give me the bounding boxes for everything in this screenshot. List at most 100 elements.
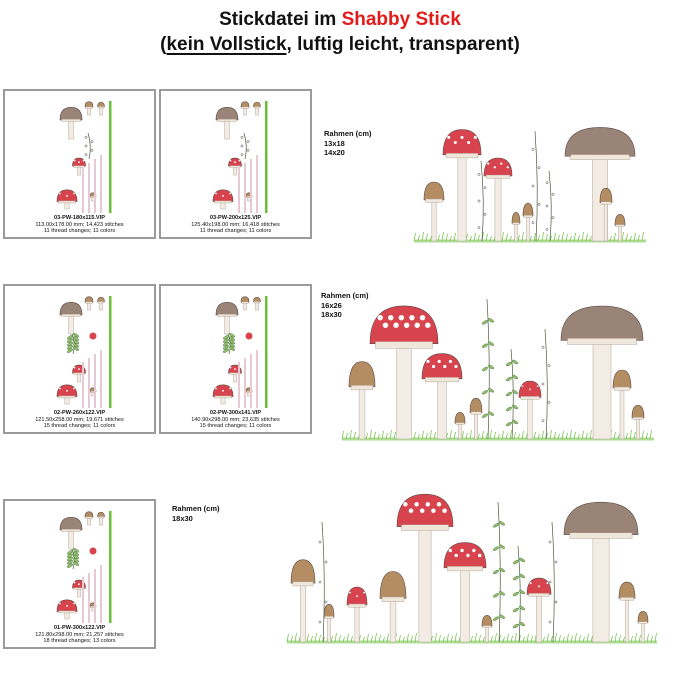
grass-blade [334,632,337,643]
grass-blade [410,635,413,643]
mushroom-spot [437,359,441,364]
mushroom-scene-3 [286,493,657,644]
grass-blade [477,433,480,440]
mushroom-cap [59,301,83,316]
leaf [498,567,506,573]
mushroom-cap [240,101,250,108]
mushroom-cap [97,101,105,108]
mushroom-spot [431,508,436,513]
card-threads: 11 thread changes; 11 colors [199,228,272,235]
grass-blade [650,635,653,643]
title-line-1: Stickdatei im Shabby Stick [0,8,680,32]
leaf [228,336,236,341]
grass-blade [449,429,452,440]
grass-blade [569,235,572,242]
grass-edge [109,101,112,213]
design-card-5[interactable]: 01-PW-300x122.VIP 121.80x298.00 mm; 21,2… [3,499,156,649]
seed-bud [90,148,94,152]
grass-blade [577,234,580,242]
grass-blade [438,634,441,643]
grass-blade [389,429,392,440]
mushroom-stem [418,513,432,643]
design-card-2[interactable]: 03-PW-200x125.VIP 125.40x198.00 mm; 16,4… [159,89,312,239]
grass-blade [566,633,569,643]
seed-bud [551,192,555,196]
leaf [72,558,80,563]
card-filename: 01-PW-300x122.VIP [53,625,106,631]
grass-blade [374,632,377,643]
grass-blade [617,433,620,440]
grass-blade [378,634,381,643]
mushroom-gills [638,621,648,624]
seed-bud [483,186,487,190]
mushroom-spot [78,583,80,586]
grass-blade [514,632,517,643]
grass-blade [586,633,589,643]
grass-blade [553,431,556,440]
mushroom-spot [403,322,410,328]
mushroom-spot [215,387,217,390]
seed-bud [548,620,552,624]
plant-stem [534,130,538,242]
grass-blade [461,430,464,440]
mushroom-cap [483,157,513,177]
design-card-1[interactable]: 03-PW-180x115.VIP 113.00x178.00 mm; 14,4… [3,89,156,239]
mushroom-gills [324,615,334,619]
design-card-3[interactable]: 02-PW-260x122.VIP 121.50x258.00 mm; 19,6… [3,284,156,434]
mushroom-spot [73,581,76,584]
mushroom-gills [85,106,93,109]
grass-blade [509,235,512,242]
leaf [492,569,500,575]
grass-blade [625,233,628,242]
mushroom-spot [215,192,217,195]
mushroom-spot [408,508,414,513]
grass-blade [634,632,637,643]
grass-blade [562,636,565,643]
grass-blade [637,234,640,242]
leaf [481,366,489,372]
grass-strip [287,640,657,644]
mushroom-cap [564,127,636,157]
leaf [511,404,519,410]
grass-blade [629,429,632,440]
grass-blade [581,231,584,242]
seed-bud [548,580,552,584]
grass-blade [529,235,532,242]
subtitle-rest: , luftig leicht, transparent) [286,34,520,55]
mushroom-gills [523,214,533,218]
grass-blade [589,235,592,242]
leaf [228,339,236,345]
mushroom-spot [425,502,431,507]
mushroom-cap [84,296,94,303]
card-threads: 15 thread changes; 11 colors [199,423,272,430]
grass-blade [469,429,472,440]
grass-blade [633,431,636,440]
mushroom-cap [84,511,94,518]
card-filename: 03-PW-200x125.VIP [209,215,262,221]
design-card-4[interactable]: 02-PW-300x141.VIP 140.90x298.00 mm; 23,6… [159,284,312,434]
grass-blade [382,636,385,643]
mushroom-gills [401,524,449,531]
leaf [512,607,520,613]
mushroom-spot [78,368,80,371]
grass-blade [453,431,456,440]
leaf [498,591,506,596]
leaf [511,389,519,395]
mushroom-gills [214,395,232,399]
grass-blade [630,635,633,643]
grass-blade [437,234,440,242]
mushroom-spot [363,591,365,594]
frame-info-1: Rahmen (cm) 13x18 14x20 [324,129,372,158]
mushroom-spot [229,387,231,390]
leaf [487,364,495,370]
subtitle-underlined: kein Vollstick [166,34,287,55]
seed-bud [84,144,88,148]
grass-blade [286,633,289,643]
mushroom-spot [82,159,85,162]
mushroom-gills [425,198,443,203]
mushroom-spot [414,322,420,328]
mushroom-gills [482,625,492,628]
leaf [66,341,74,347]
plant-stem [551,521,555,643]
leaf [481,413,489,418]
